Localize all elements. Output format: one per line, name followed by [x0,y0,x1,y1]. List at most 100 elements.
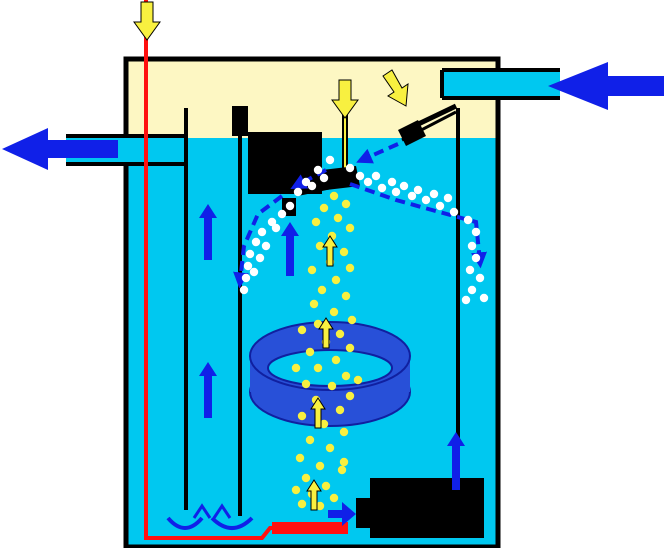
bubble-rise-arrows [306,235,338,511]
venturi-injector [398,103,458,146]
air-space [128,60,498,138]
yellow-bubble [333,213,343,223]
white-bubble [319,173,329,183]
yellow-bubble [325,443,335,453]
yellow-arrow-up-icon [318,317,334,349]
white-bubble [313,165,323,175]
yellow-bubble [297,325,307,335]
yellow-bubble [301,379,311,389]
yellow-bubble [297,411,307,421]
white-bubble [267,217,277,227]
white-bubble [471,253,481,263]
white-bubble [345,163,355,173]
yellow-bubble [339,457,349,467]
air-diffuser-bar-icon [272,522,348,534]
yellow-bubble [331,275,341,285]
white-bubble [293,187,303,197]
white-bubble [471,227,481,237]
yellow-bubble [295,453,305,463]
yellow-bubble [291,363,301,373]
white-bubble [301,177,311,187]
yellow-bubble [341,371,351,381]
yellow-bubble [311,217,321,227]
outlet-pipe [66,108,188,510]
white-bubble [467,241,477,251]
white-bubble [371,171,381,181]
blue-arrow-up-icon [281,222,299,276]
white-bubble [407,191,417,201]
white-bubble [249,267,259,277]
blue-arrow-right-icon [328,502,356,526]
yellow-bubble [341,291,351,301]
blue-arrow-left-icon [2,128,118,170]
yellow-bubble [345,391,355,401]
yellow-bubble [321,481,331,491]
yellow-bubble [345,223,355,233]
pump-block-icon [356,478,484,538]
yellow-bubble [341,199,351,209]
white-bubble [391,187,401,197]
blue-arrow-up-icon [199,204,217,260]
white-bubble [429,189,439,199]
yellow-bubble [307,265,317,275]
yellow-bubble [313,363,323,373]
yellow-bubble [353,375,363,385]
white-bubble [467,285,477,295]
yellow-bubble [291,485,301,495]
yellow-bubble [329,307,339,317]
yellow-bubble [301,473,311,483]
tank-wall [123,56,501,548]
white-bubble [255,253,265,263]
white-bubble [239,285,249,295]
blue-arrow-up-icon [199,362,217,418]
white-bubble [261,241,271,251]
yellow-bubble [315,241,325,251]
yellow-arrow-down-icon [133,1,161,41]
white-bubble [465,265,475,275]
diffuser-swirls [166,503,254,530]
yellow-arrow-up-icon [306,479,322,511]
white-bubble [461,295,471,305]
blue-arrow-left-icon [548,62,664,110]
white-bubble [307,181,317,191]
dashed-flow-arrow [356,142,399,164]
yellow-bubble [329,493,339,503]
yellow-bubble [339,247,349,257]
yellow-arrow-down-icon [331,79,359,168]
yellow-bubble [335,405,345,415]
bubble-ring [249,321,411,427]
white-bubble [399,181,409,191]
yellow-bubble [319,419,329,429]
yellow-bubble [337,465,347,475]
yellow-bubbles [291,191,363,511]
white-bubble [449,207,459,217]
white-bubble [243,261,253,271]
white-bubble [413,185,423,195]
yellow-bubble [313,319,323,329]
yellow-bubble [297,499,307,509]
white-bubble [421,195,431,205]
yellow-bubble [305,347,315,357]
white-bubble [435,201,445,211]
white-bubble [271,223,281,233]
white-bubble [387,177,397,187]
white-bubble [363,177,373,187]
white-bubble [463,215,473,225]
white-bubble [251,237,261,247]
dashed-flow-arrow [233,194,284,289]
yellow-bubble [317,285,327,295]
white-bubble [277,209,287,219]
yellow-arrow-up-icon [310,397,326,429]
blue-arrow-up-icon [447,432,465,490]
white-bubble [355,171,365,181]
yellow-bubble [331,355,341,365]
yellow-bubble [345,263,355,273]
white-bubble [443,193,453,203]
yellow-bubble [315,461,325,471]
white-bubble [257,227,267,237]
inlet-pipe [440,68,560,100]
yellow-bubble [329,191,339,201]
white-bubble [245,249,255,259]
yellow-arrow-down-icon [382,69,409,107]
